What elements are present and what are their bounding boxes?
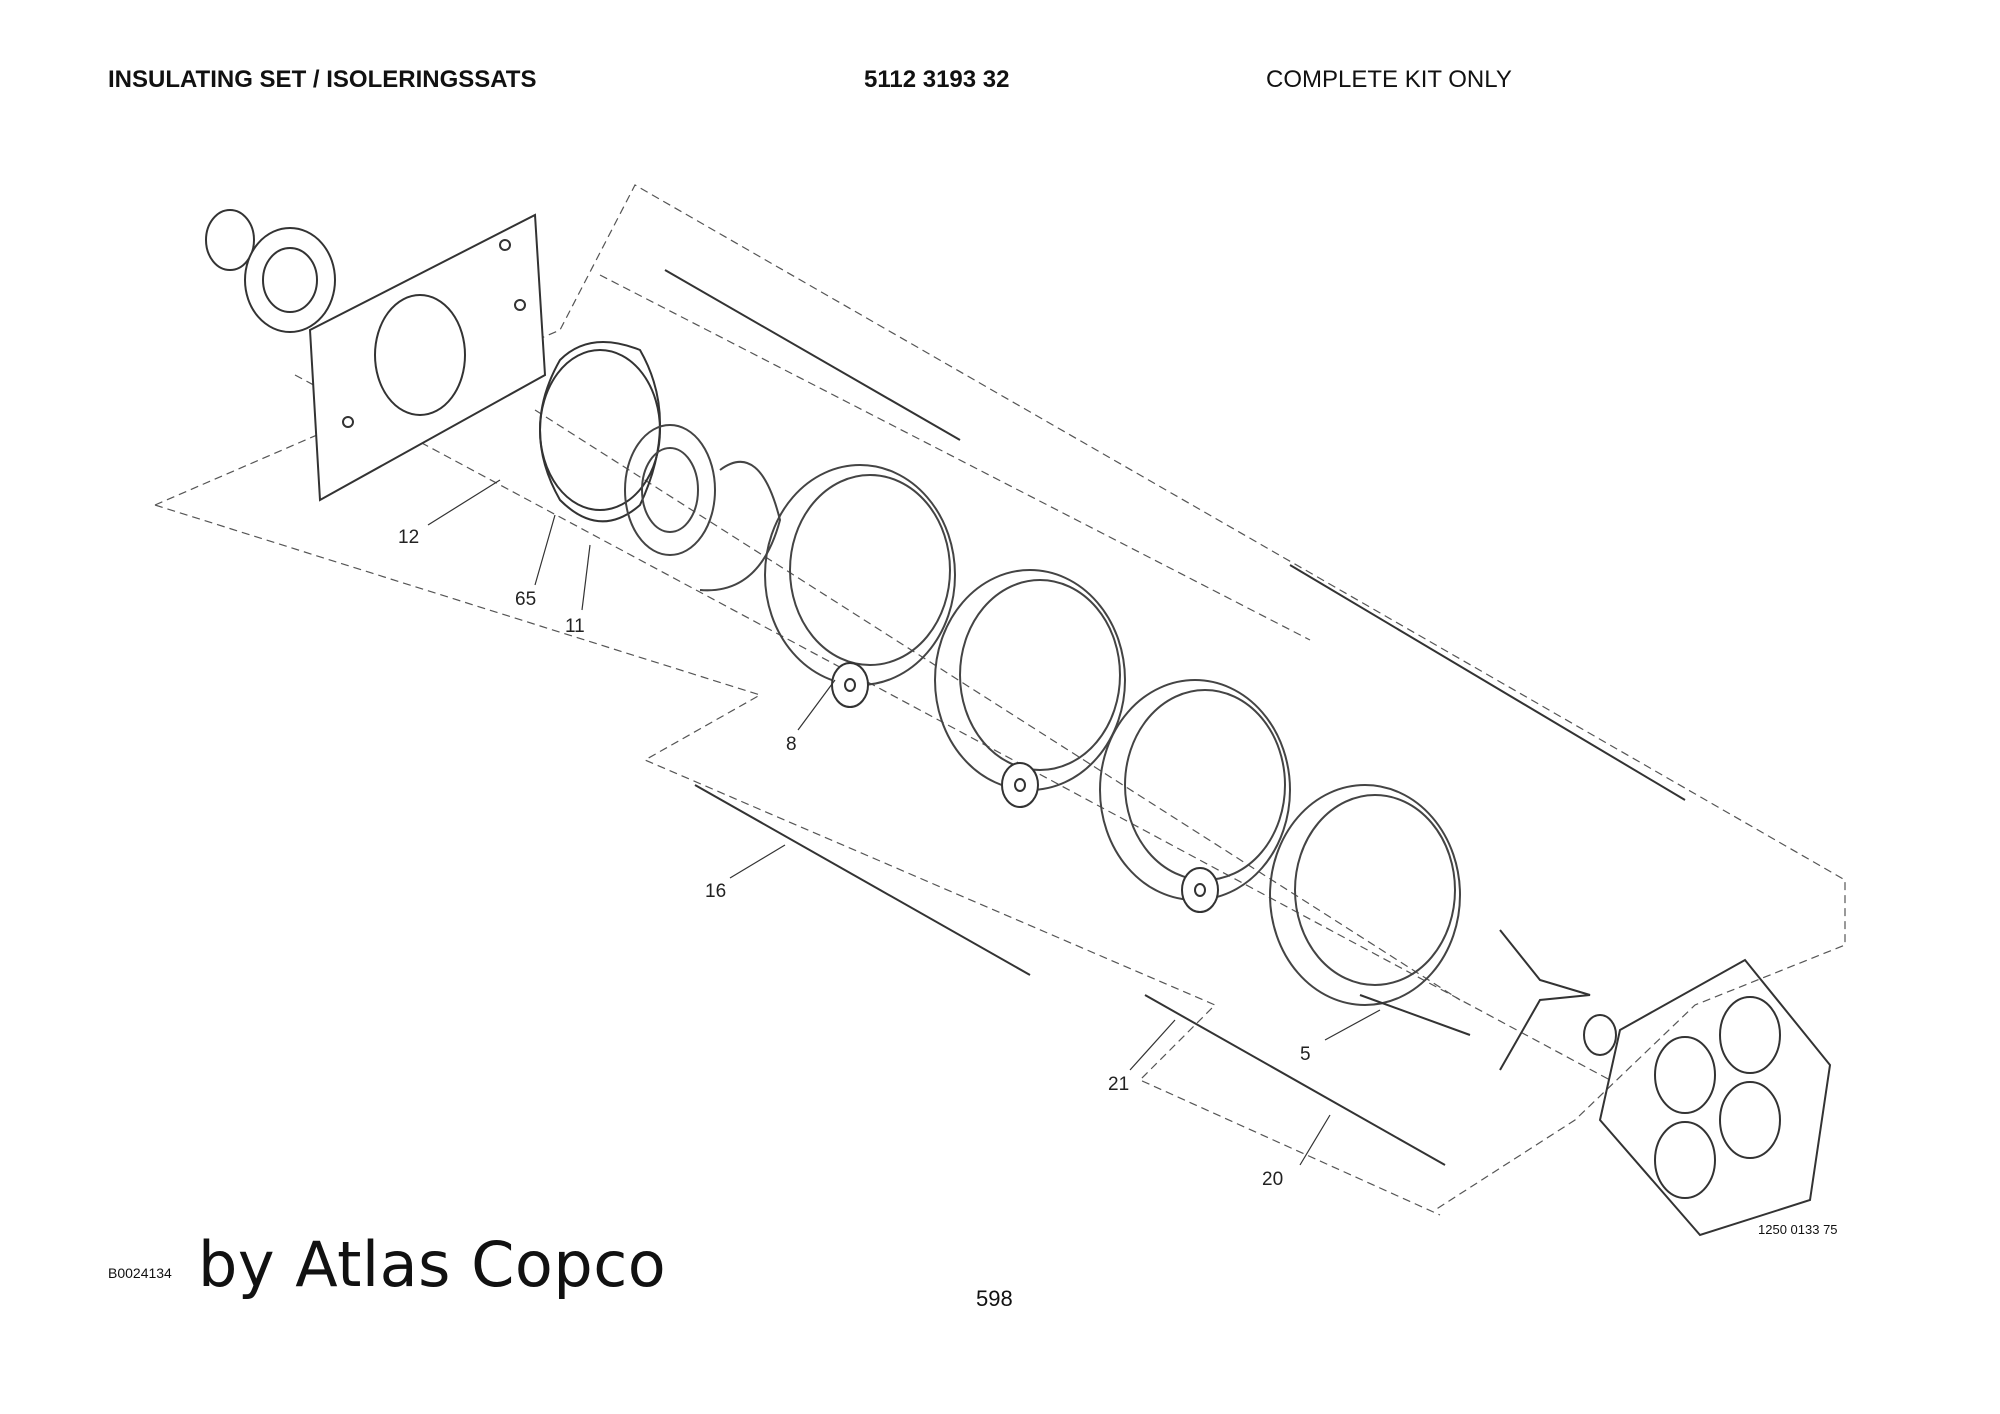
callout-labels: 12 65 11 8 16 5 21 20 [398,527,1311,1190]
callout-8: 8 [786,734,797,755]
insulating-plate [539,341,661,523]
callout-21: 21 [1108,1074,1129,1095]
callout-12: 12 [398,527,419,548]
mounting-bracket [308,213,547,502]
document-code: B0024134 [108,1265,172,1281]
callout-20: 20 [1262,1169,1283,1190]
page-number: 598 [976,1286,1013,1311]
shaft-and-spider [1359,929,1617,1071]
assembly-guide-lines [154,184,1846,1216]
end-plate [1598,958,1832,1237]
callout-16: 16 [705,881,726,902]
end-cap-parts [205,209,336,333]
callout-65: 65 [515,589,536,610]
part-number: 5112 3193 32 [864,66,1010,93]
tie-rods [664,269,1686,1166]
drawing-number: 1250 0133 75 [1758,1222,1838,1237]
leader-lines [427,479,1381,1166]
coil-rings [764,464,1461,1006]
gasket [624,424,782,592]
kit-note: COMPLETE KIT ONLY [1266,66,1512,93]
spacer-washers [831,662,1219,913]
callout-11: 11 [565,616,585,637]
callout-5: 5 [1300,1044,1311,1065]
brand-text: by Atlas Copco [198,1228,667,1301]
clamp-ring [205,209,255,271]
page-title: INSULATING SET / ISOLERINGSSATS [108,66,537,93]
